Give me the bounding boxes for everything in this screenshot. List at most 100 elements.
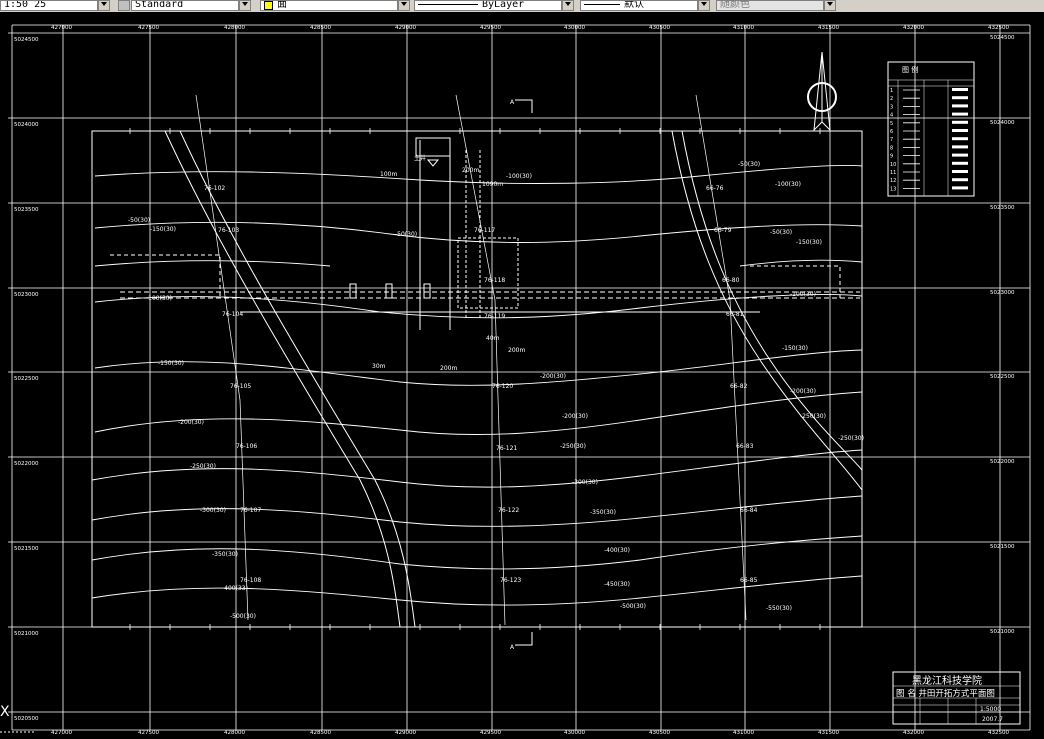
contour-label: -100(30) [790, 291, 816, 298]
chevron-down-icon [242, 2, 248, 6]
linetype-dropdown-button[interactable] [562, 0, 574, 11]
chevron-down-icon [827, 2, 833, 6]
text-style-dropdown-button[interactable] [239, 0, 251, 11]
grid-y-label: 5024000 [990, 120, 1015, 126]
chevron-down-icon [701, 2, 707, 6]
legend-row-number: 10 [890, 162, 896, 168]
section-mark-top-line [515, 99, 533, 113]
legend-description-block [952, 178, 968, 182]
grid-y-label: 5023500 [990, 205, 1015, 211]
contour-label: -300(30) [200, 507, 226, 514]
grid-x-label: 427000 [51, 730, 72, 736]
dimension-style-select[interactable]: 1:50 25 [0, 0, 98, 11]
legend-row-number: 11 [890, 170, 896, 176]
chevron-down-icon [401, 2, 407, 6]
layer-dropdown-button[interactable] [398, 0, 410, 11]
chevron-down-icon [565, 2, 571, 6]
dimension-style-dropdown-button[interactable] [98, 0, 110, 11]
legend-row-number: 7 [890, 137, 893, 143]
legend-description-block [952, 145, 968, 149]
contour-label: -250(30) [560, 443, 586, 450]
distance-label: 30m [372, 363, 386, 370]
borehole-label: 66-81 [726, 311, 744, 318]
contour-label: -150(30) [782, 345, 808, 352]
grid-y-label: 5023000 [14, 292, 39, 298]
legend-row-number: 2 [890, 96, 893, 102]
legend-description-block [952, 161, 968, 165]
contour-label: -50(30) [128, 217, 150, 224]
grid-x-label: 431500 [818, 25, 839, 31]
contour-label: -50(30) [770, 229, 792, 236]
north-arrow [807, 51, 837, 132]
legend-row-number: 5 [890, 121, 893, 127]
legend-row-number: 13 [890, 186, 896, 192]
grid-y-label: 5021000 [990, 629, 1015, 635]
text-style-icon[interactable] [118, 0, 130, 11]
grid-y-label: 5022000 [990, 459, 1015, 465]
grid-x-label: 431000 [733, 730, 754, 736]
contour-label: -200(30) [178, 419, 204, 426]
drawing-date: 2007.7 [982, 716, 1003, 723]
toolbar: 1:50 25 Standard 面 ByLayer 默认 随颜色 [0, 0, 1044, 12]
linetype-select[interactable]: ByLayer [414, 0, 562, 11]
right-y-labels: 5024500502400050235005023000502250050220… [990, 35, 1015, 635]
linetype-value: ByLayer [482, 0, 525, 10]
borehole-label: 76-102 [204, 185, 225, 192]
contour-label: -250(30) [838, 435, 864, 442]
borehole-label: 76-105 [230, 383, 251, 390]
legend-row-number: 9 [890, 154, 893, 160]
lineweight-select[interactable]: 默认 [580, 0, 698, 11]
borehole-label: 76-103 [218, 227, 239, 234]
grid-x-label: 432000 [903, 730, 924, 736]
borehole-label: 76-123 [500, 577, 521, 584]
grid-x-label: 430000 [564, 730, 585, 736]
layer-color-swatch [264, 1, 273, 10]
borehole-label: 66-84 [740, 507, 758, 514]
borehole-lines [195, 94, 747, 626]
text-style-select[interactable]: Standard [131, 0, 239, 11]
lineweight-preview [584, 3, 620, 5]
grid-y-label: 5021500 [990, 544, 1015, 550]
borehole-label: 76-104 [222, 311, 243, 318]
borehole-label: 76-108 [240, 577, 261, 584]
grid-x-label: 428000 [224, 730, 245, 736]
borehole-label: 76-119 [484, 313, 505, 320]
grid-x-label: 431000 [733, 25, 754, 31]
title-block: 黑龙江科技学院 图 名 井田开拓方式平面图 1:5000 2007.7 [892, 671, 1021, 725]
legend-title: 图 例 [902, 65, 918, 74]
distance-label: 100m [380, 171, 397, 178]
contour-label: -150(30) [150, 226, 176, 233]
legend-row-number: 4 [890, 113, 893, 119]
fault-lines [164, 130, 863, 628]
legend-description-block [952, 186, 968, 190]
grid-y-label: 5023000 [990, 290, 1015, 296]
chevron-down-icon [101, 2, 107, 6]
contour-label: -400(33) [222, 585, 248, 592]
legend-description-block [952, 96, 968, 100]
contour-label: -450(30) [604, 581, 630, 588]
layer-select[interactable]: 面 [260, 0, 398, 11]
contour-label: -200(30) [562, 413, 588, 420]
borehole-label: 76-121 [496, 445, 517, 452]
borehole-label: 76-120 [492, 383, 513, 390]
grid-x-label: 428000 [224, 25, 245, 31]
contour-label: -500(30) [620, 603, 646, 610]
plot-style-select[interactable]: 随颜色 [716, 0, 824, 11]
lineweight-value: 默认 [624, 0, 644, 10]
grid-x-label: 430000 [564, 25, 585, 31]
layer-name: 面 [277, 0, 287, 10]
borehole-label: 76-122 [498, 507, 519, 514]
shaft-structures [349, 137, 519, 330]
lineweight-dropdown-button[interactable] [698, 0, 710, 11]
plot-style-dropdown-button[interactable] [824, 0, 836, 11]
contour-label: -350(30) [212, 551, 238, 558]
grid-y-label: 5022000 [14, 461, 39, 467]
dimension-style-value: 1:50 25 [4, 0, 47, 10]
legend-description-block [952, 112, 968, 116]
minefield-boundary [91, 130, 863, 628]
grid-x-label: 427500 [138, 730, 159, 736]
grid-x-label: 431500 [818, 730, 839, 736]
